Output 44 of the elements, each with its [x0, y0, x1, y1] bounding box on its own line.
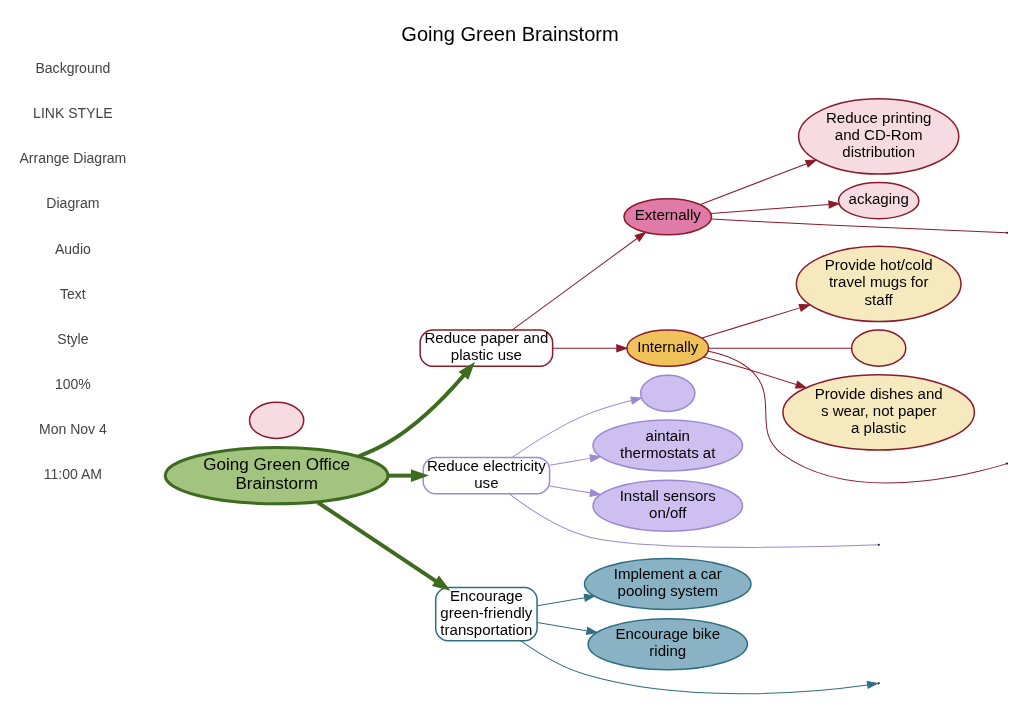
connector: [707, 350, 1007, 483]
arrow: [316, 500, 451, 591]
label: Mon Nov 4: [38, 420, 107, 437]
node-ellipse: Going Green Office Brainstorm: [163, 445, 390, 505]
node-box: Encourage green-friendly transportation: [434, 586, 538, 641]
node-ellipse: Install sensors on/off: [592, 478, 744, 532]
arrow: [511, 396, 642, 458]
node-ellipse: aintain thermostats at: [592, 418, 744, 472]
node-ellipse: Externally: [623, 197, 713, 236]
arrow: [520, 639, 879, 694]
label: Text: [60, 285, 86, 302]
label: Style: [57, 330, 89, 347]
connector: [710, 218, 1007, 233]
node-ellipse: [639, 374, 696, 412]
node-box: Reduce electricity use: [422, 456, 551, 494]
connector: [508, 492, 878, 548]
label: Arrange Diagram: [19, 149, 127, 166]
arrow: [549, 485, 601, 497]
node-ellipse: Provide dishes and s wear, not paper a plastic: [782, 373, 976, 451]
arrow: [710, 199, 840, 214]
arrow: [536, 621, 598, 635]
arrow: [549, 453, 601, 466]
node-ellipse: Internally: [626, 328, 710, 367]
node-ellipse: [248, 401, 305, 439]
label: LINK STYLE: [33, 104, 113, 121]
arrow: [536, 593, 596, 606]
arrow: [511, 231, 646, 330]
node-box: Reduce paper and plastic use: [419, 328, 554, 367]
arrow: [701, 303, 811, 338]
arrow: [703, 356, 807, 388]
diagram-title: Going Green Brainstorm: [401, 22, 619, 45]
node-ellipse: ackaging: [837, 181, 920, 219]
label: 11:00 AM: [43, 465, 103, 482]
label: 100%: [54, 375, 91, 392]
arrow: [357, 361, 476, 458]
node-ellipse: Reduce printing and CD-Rom distribution: [797, 97, 960, 175]
label: Diagram: [46, 194, 100, 211]
arrow: [388, 468, 430, 482]
connector: [708, 347, 853, 349]
label: Background: [35, 59, 111, 76]
arrow: [552, 343, 628, 352]
label: Audio: [54, 240, 91, 257]
arrow: [700, 159, 817, 205]
node-ellipse: [850, 328, 907, 367]
